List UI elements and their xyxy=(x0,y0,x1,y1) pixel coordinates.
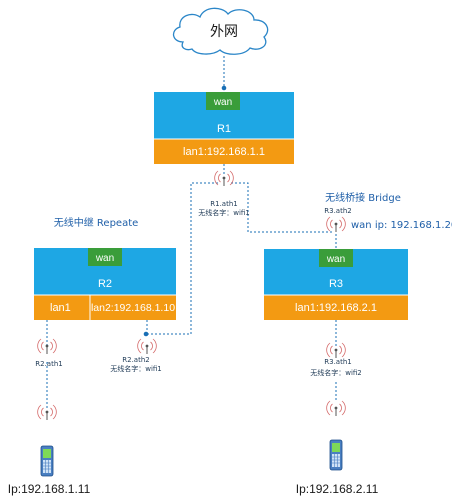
left-phone-icon xyxy=(40,445,54,477)
r2-wan-port xyxy=(88,248,122,266)
r2-ath2: R2.ath2 xyxy=(122,356,149,364)
left-client-ip: Ip:192.168.1.11 xyxy=(8,482,91,496)
r2-name: R2 xyxy=(98,278,112,290)
r3-ath2: R3.ath2 xyxy=(324,207,351,215)
r3-name: R3 xyxy=(329,278,343,290)
r1-ssid: 无线名字：wifi1 xyxy=(198,208,250,217)
r1-name: R1 xyxy=(217,123,231,135)
r1-wan-label: wan xyxy=(213,97,232,108)
right-phone-antenna-icon xyxy=(326,400,346,417)
router-r2: wan R2 lan1 lan2:192.168.1.10 xyxy=(34,248,176,320)
links xyxy=(46,56,337,408)
router-r1: wan R1 lan1:192.168.1.1 xyxy=(154,92,294,164)
right-phone-icon xyxy=(329,439,343,471)
r3-wan-label: wan xyxy=(326,254,345,265)
r2-ath1: R2.ath1 xyxy=(35,360,62,368)
router-r3: wan R3 lan1:192.168.2.1 xyxy=(264,249,408,320)
r2-lan2-label: lan2:192.168.1.10 xyxy=(91,302,175,314)
r3-wan-ip: wan ip: 192.168.1.20 xyxy=(351,220,452,231)
r3-wan-port xyxy=(319,249,353,267)
right-client-ip: Ip:192.168.2.11 xyxy=(296,482,379,496)
r2-wan-label: wan xyxy=(95,253,114,264)
r1-iface: R1.ath1 xyxy=(210,200,237,208)
internet-label: 外网 xyxy=(210,24,238,40)
r3-ath2-antenna-icon xyxy=(326,216,346,233)
r3-ssid: 无线名字：wifi2 xyxy=(310,368,362,377)
r2-ath2-antenna-icon xyxy=(137,338,157,355)
r1-lan-label: lan1:192.168.1.1 xyxy=(183,146,265,158)
cloud-icon xyxy=(172,7,269,55)
r3-ath1: R3.ath1 xyxy=(324,358,351,366)
r2-mode-label: 无线中继 Repeate xyxy=(54,216,139,229)
r3-mode-label: 无线桥接 Bridge xyxy=(325,191,401,204)
r2-lan1-label: lan1 xyxy=(50,302,71,314)
link-r1-r3 xyxy=(231,182,334,233)
r3-lan-label: lan1:192.168.2.1 xyxy=(295,302,377,314)
link-r1-r2 xyxy=(146,182,218,335)
internet-cloud: 外网 xyxy=(172,7,269,55)
r1-wan-port xyxy=(206,92,240,110)
r2-ssid: 无线名字：wifi1 xyxy=(110,364,162,373)
